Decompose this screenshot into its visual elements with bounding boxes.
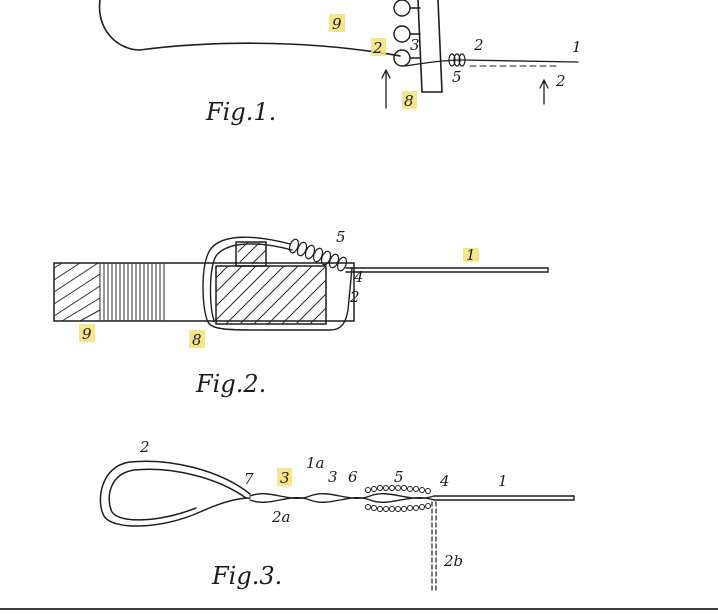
fig2-label-5: 5: [336, 228, 346, 246]
fig1-label-2-arrow: 2: [555, 72, 566, 90]
fig1-label-8: 8: [404, 92, 414, 110]
fig3-label-3: 3: [280, 469, 290, 487]
fig2-label-1-highlight: [463, 248, 479, 262]
fig3-twist-upper: [249, 492, 435, 500]
fig3-bead-binding: [365, 485, 431, 512]
fig2-hatching-left: [53, 262, 101, 322]
fig3-label-7: 7: [244, 470, 254, 488]
fig1-label-3: 3: [410, 36, 420, 54]
fig3-label-3-second: 3: [328, 468, 338, 486]
fig1-snell-line: [403, 59, 579, 67]
fig2-label-9: 9: [82, 325, 92, 343]
figure-2: 5 1 4 2 9 8 Fig.2.: [53, 228, 549, 398]
fig3-label-2: 2: [139, 438, 150, 456]
fig3-caption: Fig.3.: [211, 562, 282, 590]
fig2-wire-loop-inner: [209, 243, 293, 321]
fig1-caption: Fig.1.: [205, 98, 276, 126]
figure-1: 9 2 3 2 1 5 8 2 Fig.1.: [98, 0, 582, 126]
fig2-binding-wrap: [288, 238, 348, 272]
fig2-caption: Fig.2.: [195, 370, 266, 398]
fig2-tip-lug: [235, 241, 267, 267]
fig3-label-2b: 2b: [443, 552, 463, 570]
fig3-label-1: 1: [498, 472, 508, 490]
fig1-binding-wrap: [448, 53, 466, 67]
fig1-label-8-highlight: [402, 91, 417, 109]
fig3-wire-loop-inner: [108, 468, 247, 521]
page-bottom-rule: [0, 608, 718, 610]
fig2-label-8-highlight: [189, 330, 205, 348]
fig2-hatching-block: [215, 241, 327, 325]
fig3-label-3-highlight: [277, 468, 292, 486]
fig3-wire-loop-outer: [99, 460, 251, 527]
fig2-label-9-highlight: [79, 324, 95, 342]
fig3-label-2a: 2a: [271, 508, 291, 526]
fig1-arrow-right: [539, 79, 549, 105]
fig1-label-2-right: 2: [473, 36, 484, 54]
fig1-label-1: 1: [572, 38, 582, 56]
fig3-twist-lower: [249, 496, 435, 504]
fig2-label-1: 1: [466, 246, 476, 264]
fig2-tip-block: [215, 265, 327, 325]
fig2-label-4: 4: [353, 268, 364, 286]
fig1-rod-outline: [98, 0, 401, 57]
fig1-label-2-highlight: [371, 38, 386, 56]
fig2-label-2: 2: [349, 288, 360, 306]
fig1-label-9: 9: [332, 15, 342, 33]
fig1-plate-left: [417, 0, 423, 93]
fig1-line-guides: [393, 0, 421, 67]
fig3-label-6: 6: [348, 468, 358, 486]
fig2-label-8: 8: [192, 331, 202, 349]
fig3-label-1a: 1a: [306, 454, 325, 472]
fig3-label-4: 4: [439, 472, 450, 490]
fig1-label-9-highlight: [329, 14, 345, 32]
fig1-arrow-left: [381, 69, 391, 109]
fig2-ferrule-windings: [99, 263, 165, 321]
fig1-plate-right: [437, 0, 443, 93]
fig3-label-5: 5: [394, 468, 404, 486]
fig2-wire-loop: [202, 236, 353, 331]
figure-3: 2 7 3 1a 3 6 5 4 1 2a 2b Fig.3.: [99, 438, 575, 593]
fig1-label-5: 5: [452, 68, 462, 86]
fig1-label-2: 2: [372, 39, 383, 57]
